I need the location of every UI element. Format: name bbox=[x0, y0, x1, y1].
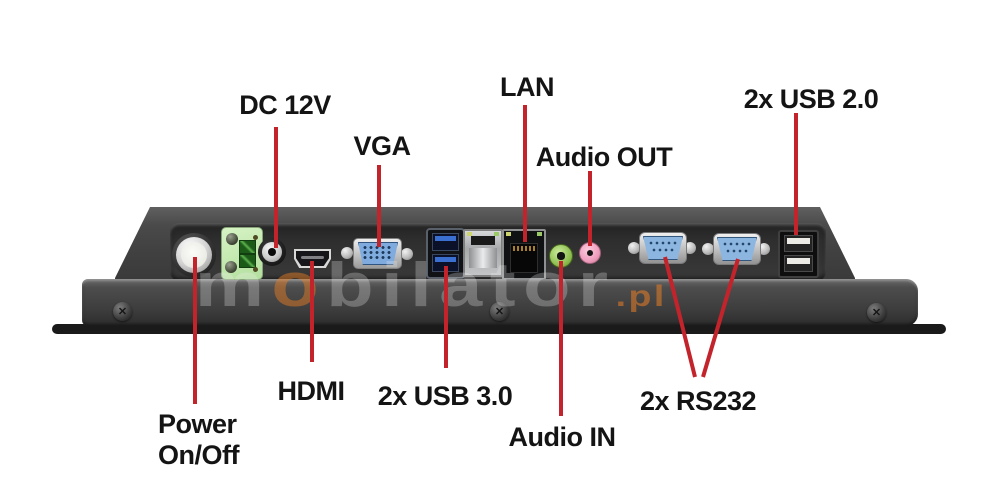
terminal-wire-slot bbox=[239, 254, 256, 268]
label-rs232: 2x RS232 bbox=[639, 386, 757, 416]
power-button bbox=[172, 233, 216, 277]
label-power-line2: On/Off bbox=[158, 440, 239, 470]
vga-screw-post bbox=[341, 247, 353, 259]
rs232-port-2 bbox=[702, 233, 770, 265]
lan1-slot bbox=[471, 236, 495, 245]
lan-led-icon bbox=[537, 232, 542, 236]
label-hdmi: HDMI bbox=[277, 376, 346, 406]
audio-in-jack bbox=[549, 244, 573, 268]
rs232-pins bbox=[651, 248, 674, 252]
audio-in-hole bbox=[557, 252, 565, 260]
hdmi-port bbox=[294, 249, 331, 268]
rs232-pins bbox=[722, 242, 751, 246]
device-base-strip bbox=[52, 324, 946, 334]
lan-led-icon bbox=[506, 232, 511, 236]
lan-led-icon bbox=[494, 232, 499, 236]
usb3-port bbox=[432, 254, 459, 272]
vga-pins bbox=[362, 245, 392, 260]
usb3-tongue bbox=[435, 236, 456, 241]
label-usb2: 2x USB 2.0 bbox=[743, 84, 879, 114]
dc-jack-hole bbox=[268, 248, 276, 256]
vga-screw-post bbox=[401, 248, 413, 260]
usb2-port bbox=[784, 235, 813, 252]
dc-jack bbox=[258, 238, 286, 266]
hdmi-slot bbox=[301, 256, 324, 259]
lan-led-icon bbox=[467, 232, 472, 236]
label-dc-12v: DC 12V bbox=[239, 90, 331, 120]
bezel-screw-icon bbox=[113, 302, 132, 321]
rs232-screw-post bbox=[628, 242, 640, 254]
usb2-ports bbox=[778, 230, 819, 278]
terminal-wire-slot bbox=[239, 240, 256, 254]
usb2-port bbox=[784, 255, 813, 272]
audio-out-hole bbox=[586, 249, 594, 257]
audio-out-jack bbox=[579, 242, 601, 264]
usb3-tongue bbox=[435, 257, 456, 262]
label-audio-in: Audio IN bbox=[508, 422, 616, 452]
power-button-face bbox=[181, 242, 207, 268]
label-audio-out: Audio OUT bbox=[535, 142, 673, 172]
rs232-screw-post bbox=[758, 243, 770, 255]
rs232-screw-post bbox=[702, 243, 714, 255]
usb3-port bbox=[432, 233, 459, 251]
bezel-screw-icon bbox=[867, 303, 886, 322]
rs232-pins bbox=[725, 249, 748, 253]
terminal-pin-dot bbox=[253, 267, 258, 272]
label-lan: LAN bbox=[500, 72, 555, 102]
lan2-pins bbox=[513, 246, 535, 251]
rs232-port-1 bbox=[628, 232, 696, 264]
vga-port bbox=[341, 237, 413, 269]
label-vga: VGA bbox=[353, 131, 411, 161]
rs232-screw-post bbox=[684, 242, 696, 254]
terminal-pin-dot bbox=[253, 235, 258, 240]
terminal-screw-icon bbox=[225, 261, 237, 273]
lan-port-1 bbox=[463, 229, 503, 277]
usb2-tongue bbox=[787, 238, 810, 244]
label-usb3: 2x USB 3.0 bbox=[377, 381, 513, 411]
bezel-screw-icon bbox=[490, 302, 509, 321]
usb3-ports bbox=[426, 228, 465, 279]
label-power-onoff: Power On/Off bbox=[158, 409, 239, 471]
rs232-pins bbox=[648, 241, 677, 245]
lan1-body bbox=[469, 248, 497, 268]
terminal-block bbox=[221, 227, 263, 280]
usb2-tongue bbox=[787, 258, 810, 264]
lan-port-2 bbox=[502, 229, 546, 280]
label-power-line1: Power bbox=[158, 409, 237, 439]
terminal-screw-icon bbox=[226, 233, 238, 245]
